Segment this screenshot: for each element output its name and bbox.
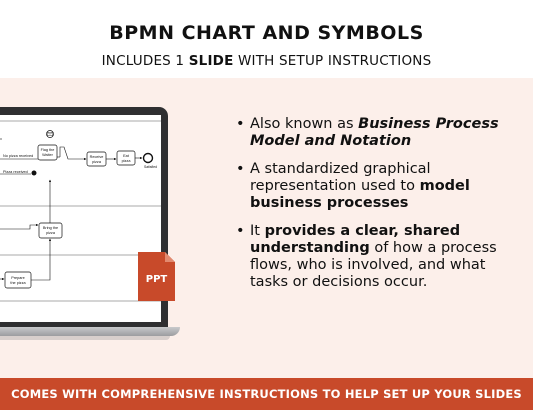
label-satisfied: Satisfied	[144, 165, 157, 169]
subtitle-post: WITH SETUP INSTRUCTIONS	[233, 53, 432, 69]
feature-list: Also known as Business Process Model and…	[236, 116, 521, 302]
ppt-file-icon	[138, 252, 175, 301]
subtitle-pre: INCLUDES 1	[101, 53, 189, 69]
task-flag-waiter-label-1: Flag the	[41, 148, 55, 152]
list-item: It provides a clear, shared understandin…	[236, 223, 521, 291]
label-pizza-received: Pizza received	[3, 170, 28, 174]
ppt-file-label: PPT	[145, 274, 168, 285]
task-receive-pizza-label-1: Receive	[90, 155, 104, 159]
task-bring-pizza-label-1: Bring the	[43, 226, 58, 230]
subtitle-bold: SLIDE	[188, 53, 234, 69]
footer-banner: COMES WITH COMPREHENSIVE INSTRUCTIONS TO…	[0, 378, 533, 410]
task-eat-pizza-label-1: Eat	[123, 154, 130, 158]
laptop-base	[0, 327, 180, 336]
end-event-icon	[142, 152, 154, 164]
task-prepare-pizza	[4, 271, 32, 289]
page-subtitle: INCLUDES 1 SLIDE WITH SETUP INSTRUCTIONS	[0, 53, 533, 69]
header: BPMN CHART AND SYMBOLS INCLUDES 1 SLIDE …	[0, 0, 533, 78]
laptop-screen: No pizza received Flag the Waiter Receiv…	[0, 115, 161, 322]
task-prepare-pizza-label-1: Prepare	[11, 276, 25, 280]
laptop-base-shadow	[0, 336, 170, 340]
task-eat-pizza-label-2: pizza	[122, 159, 132, 163]
page-title: BPMN CHART AND SYMBOLS	[109, 22, 424, 44]
task-receive-pizza-label-2: pizza	[92, 160, 102, 164]
label-no-pizza: No pizza received	[3, 154, 33, 158]
bpmn-diagram: No pizza received Flag the Waiter Receiv…	[0, 120, 161, 302]
intermediate-event-icon	[31, 170, 37, 176]
list-item: A standardized graphical representation …	[236, 161, 521, 212]
task-flag-waiter-label-2: Waiter	[42, 153, 54, 157]
task-flag-waiter	[37, 144, 58, 161]
task-bring-pizza	[38, 222, 63, 239]
task-bring-pizza-label-2: pizza	[46, 231, 56, 235]
task-prepare-pizza-label-2: the pizza	[10, 281, 26, 285]
list-item: Also known as Business Process Model and…	[236, 116, 521, 150]
